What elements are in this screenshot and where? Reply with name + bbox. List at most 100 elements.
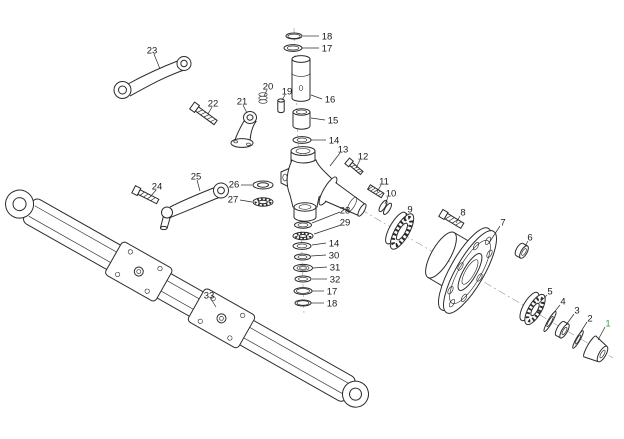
part-28-seal-ring: [294, 221, 312, 229]
part-17-oring-bottom: [293, 287, 313, 295]
callout-25: 25: [191, 171, 202, 192]
callout-leader-line: [551, 304, 561, 316]
part-26-cover-ring: [252, 180, 274, 190]
part-24-bolt: [131, 185, 160, 205]
callout-label: 8: [460, 207, 465, 218]
callout-11: 11: [376, 176, 389, 193]
callout-31: 31: [312, 262, 340, 273]
callout-21: 21: [237, 96, 248, 114]
part-13-steering-knuckle: [280, 146, 367, 222]
callout-leader-line: [210, 298, 217, 308]
callout-label: 18: [327, 298, 338, 309]
callout-leader-line: [153, 53, 161, 70]
callout-label: 5: [547, 286, 552, 297]
callout-label: 11: [379, 176, 389, 187]
part-16-kingpin: [291, 55, 311, 102]
callout-label: 21: [237, 96, 248, 107]
callout-leader-line: [384, 196, 389, 205]
callout-16: 16: [310, 94, 335, 105]
callout-leader-line: [403, 212, 408, 222]
callout-leader-line: [313, 224, 342, 235]
part-8-wheel-stud: [438, 208, 465, 230]
hub-flange: [443, 230, 497, 314]
callout-23: 23: [147, 45, 161, 70]
callout-6: 6: [523, 232, 533, 249]
callout-8: 8: [455, 207, 466, 224]
callout-label: 22: [208, 98, 219, 109]
callout-leader-line: [597, 326, 606, 341]
part-18-circlip-bottom: [294, 299, 312, 307]
part-18-circlip-top: [285, 32, 303, 40]
callout-32: 32: [312, 274, 340, 285]
part-33-axle-beam: [5, 189, 370, 408]
callout-9: 9: [403, 204, 413, 222]
callout-label: 17: [322, 43, 333, 54]
callout-30: 30: [310, 250, 340, 261]
callout-leader-line: [565, 313, 575, 326]
part-3-axle-nut: [554, 320, 570, 339]
callout-label: 14: [329, 135, 340, 146]
callout-leader-line: [455, 215, 461, 224]
ball-stud: [161, 206, 173, 219]
part-12-bolt: [344, 157, 364, 176]
callout-label: 2: [587, 313, 592, 324]
callout-label: 33: [204, 290, 215, 301]
callout-14: 14: [311, 238, 339, 249]
callout-label: 25: [191, 171, 202, 182]
callout-27: 27: [228, 194, 253, 205]
knuckle-lower-boss: [293, 202, 317, 212]
callout-19: 19: [281, 86, 293, 101]
callout-1: 1: [597, 318, 611, 341]
callout-leader-line: [281, 94, 286, 101]
callout-29: 29: [313, 217, 351, 235]
part-29-thrust-bearing: [292, 231, 314, 241]
bracket-eye: [243, 111, 257, 124]
callout-leader-line: [150, 189, 157, 197]
beam-spring-pad-rear: [187, 288, 256, 349]
part-14-thrust-washer-bottom: [292, 242, 312, 250]
callout-22: 22: [207, 98, 219, 115]
callout-10: 10: [384, 188, 397, 205]
callout-leader-line: [579, 321, 588, 334]
part-5-bearing: [519, 291, 546, 326]
callout-leader-line: [263, 89, 268, 97]
arm-eye: [113, 81, 132, 99]
arm-eye: [176, 56, 192, 71]
callout-leader-line: [310, 94, 323, 100]
callout-24: 24: [150, 181, 162, 197]
callout-12: 12: [355, 151, 368, 169]
part-25-steering-arm: [159, 182, 229, 231]
part-7-wheel-hub: [425, 227, 497, 314]
callout-4: 4: [551, 296, 566, 316]
callout-15: 15: [310, 115, 338, 126]
callout-label: 19: [282, 86, 293, 97]
part-2-gasket: [572, 330, 584, 349]
callout-leader-line: [207, 106, 213, 115]
callout-label: 28: [340, 205, 351, 216]
callout-18: 18: [311, 298, 337, 309]
callout-leader-line: [196, 179, 201, 192]
callout-label: 32: [330, 274, 341, 285]
callout-leader-line: [310, 254, 327, 257]
part-31-seal: [293, 263, 313, 273]
callout-5: 5: [538, 286, 553, 304]
callout-label: 10: [386, 188, 397, 199]
callout-leader-line: [242, 104, 248, 114]
callout-label: 27: [228, 194, 239, 205]
part-17-oring-top: [283, 44, 303, 52]
part-19-pin: [277, 98, 285, 114]
hub-bore: [457, 253, 483, 291]
callout-label: 29: [340, 217, 351, 228]
callout-label: 30: [329, 250, 340, 261]
callout-leader-line: [523, 240, 529, 249]
callout-label: 13: [338, 144, 349, 155]
callout-13: 13: [329, 144, 349, 167]
part-10-washers: [378, 199, 393, 215]
part-23-steering-arm: [113, 56, 192, 99]
callout-label: 18: [322, 31, 333, 42]
part-21-bracket-arm: [230, 111, 257, 148]
callout-leader-line: [239, 199, 253, 203]
